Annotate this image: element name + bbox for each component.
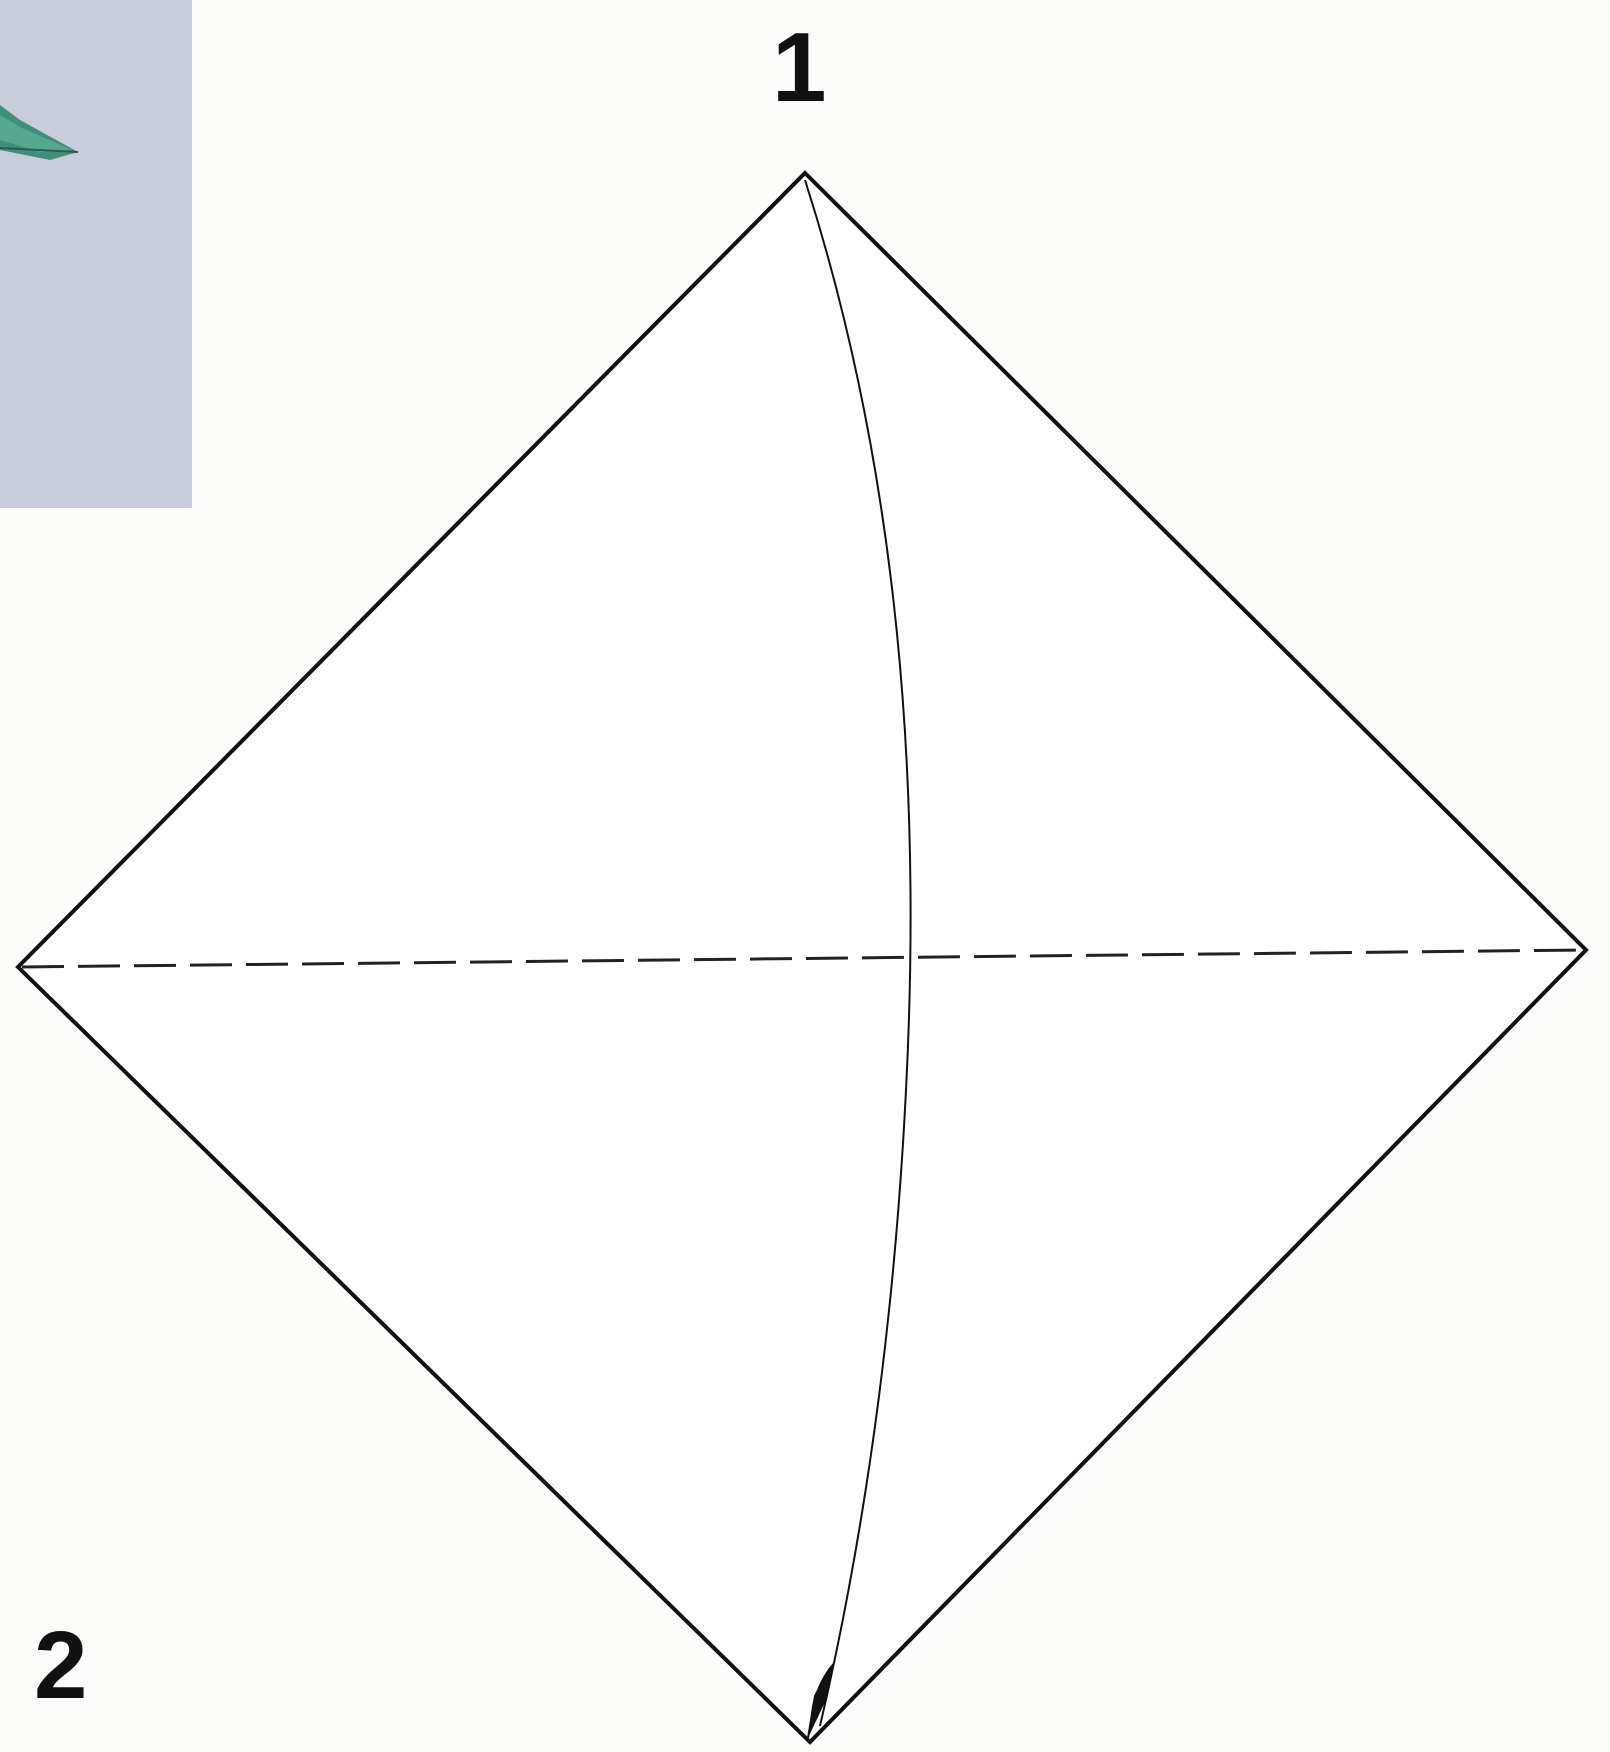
step-number-2: 2: [34, 1618, 87, 1714]
paper-square: [18, 173, 1586, 1742]
